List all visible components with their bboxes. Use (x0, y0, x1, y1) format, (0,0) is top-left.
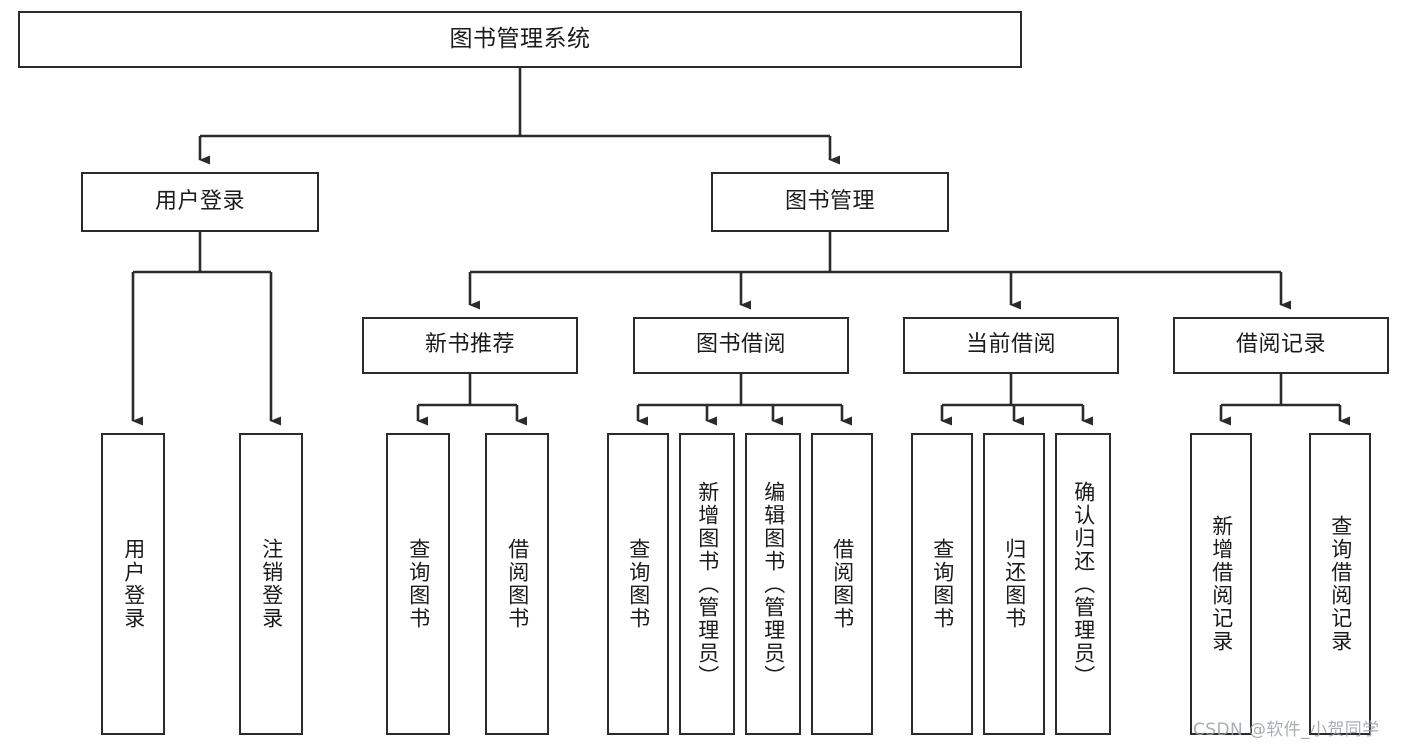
node-leaf-borrow-book-1-label: 借阅图书 (505, 538, 530, 630)
node-book-manage[interactable]: 图书管理 (711, 172, 949, 232)
node-book-manage-label: 图书管理 (784, 188, 875, 214)
node-leaf-return-book[interactable]: 归还图书 (983, 433, 1045, 735)
node-current-borrow[interactable]: 当前借阅 (903, 317, 1119, 374)
csdn-watermark: CSDN @软件_小贺同学 (1193, 720, 1380, 740)
connector-group-root (131, 68, 1350, 426)
node-leaf-query-book-3-label: 查询图书 (930, 538, 955, 630)
node-leaf-query-record-label: 查询借阅记录 (1328, 515, 1353, 653)
node-user-login[interactable]: 用户登录 (81, 172, 319, 232)
node-book-borrow[interactable]: 图书借阅 (633, 317, 849, 374)
node-book-borrow-label: 图书借阅 (695, 332, 786, 358)
node-leaf-query-book-3[interactable]: 查询图书 (911, 433, 973, 735)
node-leaf-user-login-label: 用户登录 (121, 538, 146, 630)
node-leaf-query-book-2-label: 查询图书 (626, 538, 651, 630)
node-borrow-record-label: 借阅记录 (1235, 332, 1326, 358)
node-leaf-add-book[interactable]: 新增图书（管理员） (679, 433, 735, 735)
node-leaf-borrow-book-2-label: 借阅图书 (830, 538, 855, 630)
node-root[interactable]: 图书管理系统 (18, 11, 1022, 68)
node-leaf-logout-label: 注销登录 (259, 538, 284, 630)
node-new-book-recommend[interactable]: 新书推荐 (362, 317, 578, 374)
node-borrow-record[interactable]: 借阅记录 (1173, 317, 1389, 374)
node-user-login-label: 用户登录 (154, 188, 245, 214)
node-root-label: 图书管理系统 (449, 25, 591, 52)
node-leaf-query-book-1-label: 查询图书 (406, 538, 431, 630)
node-leaf-query-book-1[interactable]: 查询图书 (386, 433, 450, 735)
node-leaf-confirm-return-label: 确认归还（管理员） (1071, 480, 1096, 688)
node-leaf-user-login[interactable]: 用户登录 (101, 433, 165, 735)
node-leaf-borrow-book-2[interactable]: 借阅图书 (811, 433, 873, 735)
node-leaf-confirm-return[interactable]: 确认归还（管理员） (1055, 433, 1111, 735)
node-leaf-query-record[interactable]: 查询借阅记录 (1309, 433, 1371, 735)
node-leaf-add-record[interactable]: 新增借阅记录 (1190, 433, 1252, 735)
node-leaf-add-record-label: 新增借阅记录 (1209, 515, 1234, 653)
node-leaf-borrow-book-1[interactable]: 借阅图书 (485, 433, 549, 735)
node-leaf-edit-book-label: 编辑图书（管理员） (761, 480, 786, 688)
node-leaf-return-book-label: 归还图书 (1002, 538, 1027, 630)
node-leaf-logout[interactable]: 注销登录 (239, 433, 303, 735)
node-current-borrow-label: 当前借阅 (965, 332, 1056, 358)
node-leaf-add-book-label: 新增图书（管理员） (695, 480, 720, 688)
node-leaf-edit-book[interactable]: 编辑图书（管理员） (745, 433, 801, 735)
node-new-book-recommend-label: 新书推荐 (424, 332, 515, 358)
node-leaf-query-book-2[interactable]: 查询图书 (607, 433, 669, 735)
